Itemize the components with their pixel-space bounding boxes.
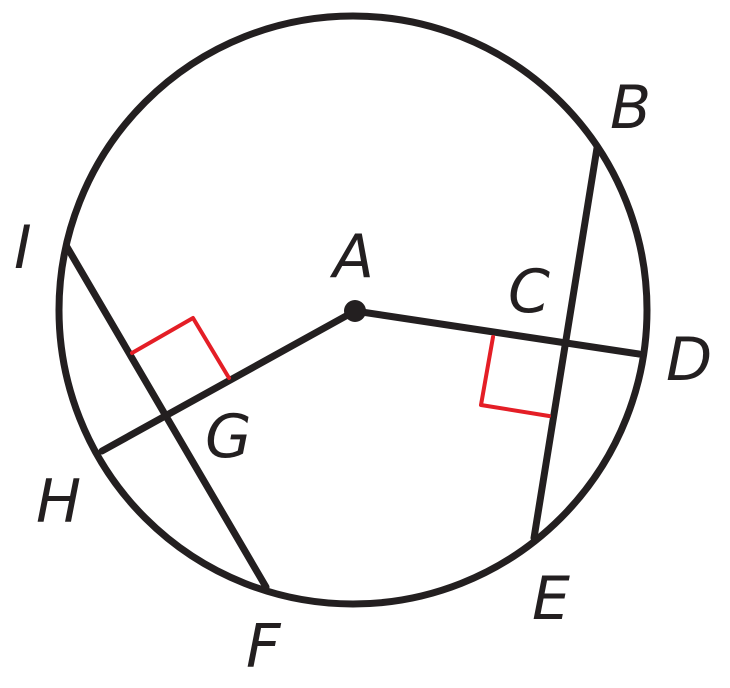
label-a: A	[329, 222, 374, 292]
segment-ad	[351, 307, 643, 358]
label-d: D	[666, 325, 712, 395]
label-f: F	[246, 612, 282, 682]
label-g: G	[205, 402, 252, 472]
center-point-a	[344, 300, 366, 322]
label-c: C	[508, 257, 550, 327]
segment-ah	[98, 307, 359, 455]
label-b: B	[610, 73, 651, 143]
label-i: I	[14, 213, 32, 283]
right-angle-marker-g	[130, 316, 231, 380]
label-e: E	[532, 564, 570, 634]
circle	[55, 12, 651, 608]
right-angle-marker-c	[479, 335, 551, 418]
label-h: H	[36, 467, 81, 537]
